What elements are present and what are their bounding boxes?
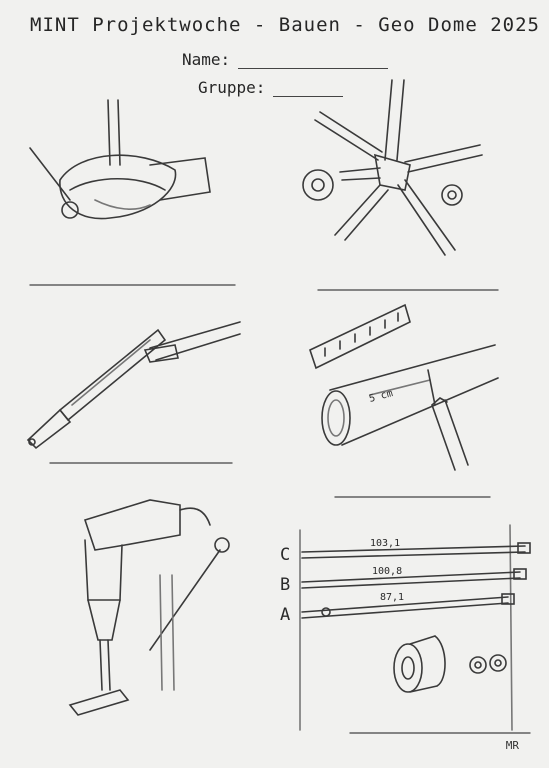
bar-lengths-sketch: [299, 524, 531, 731]
group-label: Gruppe:: [198, 78, 266, 97]
tube-measure-sketch: [309, 303, 499, 471]
bar-b-length: 100,8: [372, 566, 402, 577]
group-field[interactable]: Gruppe:: [198, 78, 344, 97]
author-initials: MR: [505, 739, 519, 752]
bar-a-letter: A: [280, 605, 290, 625]
file-sketch: [26, 321, 241, 450]
bar-a-length: 87,1: [380, 592, 404, 603]
tube-measure-label: 5 cm: [368, 388, 394, 405]
bar-c-letter: C: [280, 545, 290, 565]
angle-grinder-sketch: [29, 99, 211, 220]
name-field[interactable]: Name:: [182, 50, 389, 69]
bar-b-letter: B: [280, 575, 290, 595]
dome-hub-sketch: [302, 79, 483, 256]
drill-sketch: [68, 499, 230, 716]
name-label: Name:: [182, 50, 231, 69]
name-line[interactable]: [238, 68, 389, 69]
worksheet-title: MINT Projektwoche - Bauen - Geo Dome 202…: [30, 14, 540, 36]
bar-c-length: 103,1: [370, 538, 400, 549]
group-line[interactable]: [273, 96, 344, 97]
